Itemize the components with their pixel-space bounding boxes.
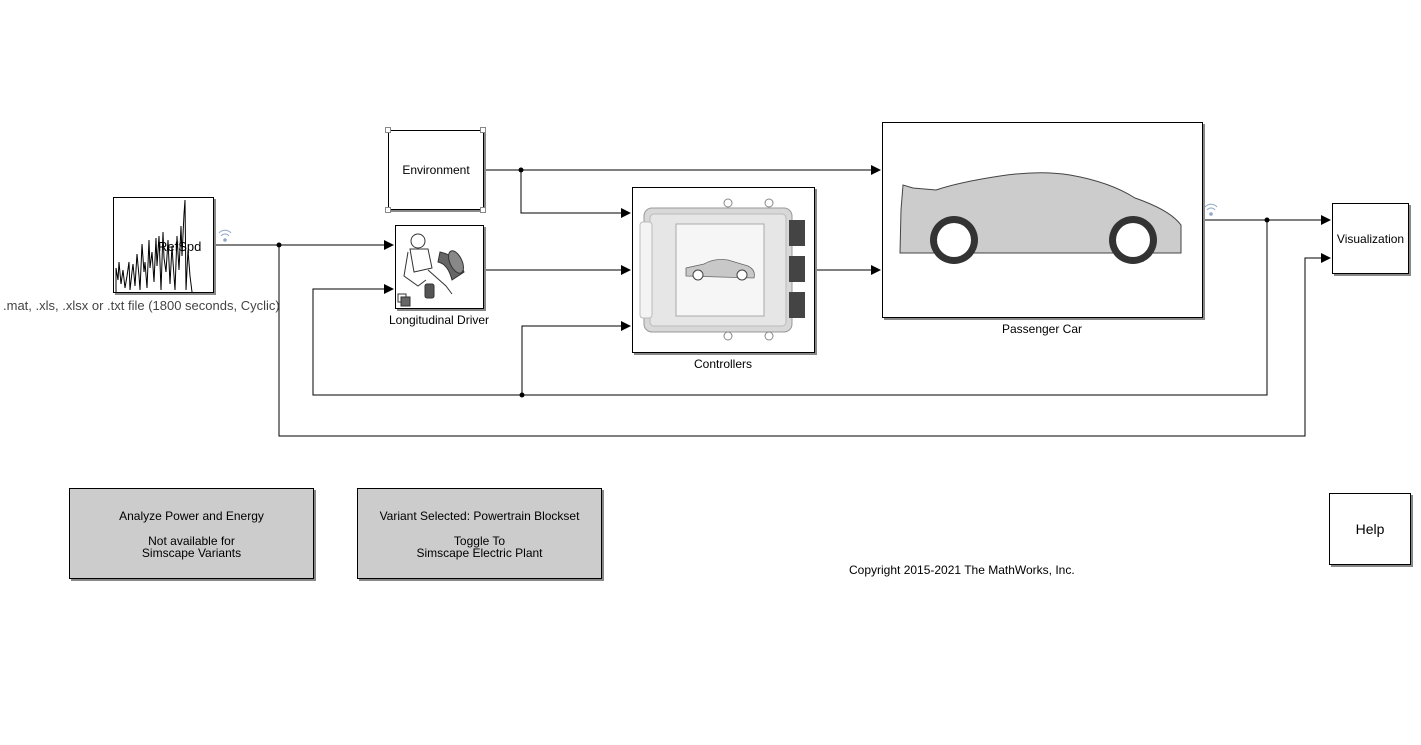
copyright-text: Copyright 2015-2021 The MathWorks, Inc. xyxy=(849,563,1075,577)
selection-handle[interactable] xyxy=(480,127,486,133)
driver-caption: Longitudinal Driver xyxy=(388,313,490,327)
controllers-caption: Controllers xyxy=(693,357,753,371)
controllers-block[interactable] xyxy=(632,187,815,353)
branch-dot xyxy=(1264,217,1270,223)
longitudinal-driver-block[interactable] xyxy=(395,225,484,309)
branch-dot xyxy=(276,242,282,248)
source-block-label: RefSpd xyxy=(158,239,202,254)
visualization-label: Visualization xyxy=(1336,231,1405,246)
branch-dot xyxy=(518,167,524,173)
analyze-line2: Not available for xyxy=(148,534,235,548)
source-block-caption: .mat, .xls, .xlsx or .txt file (1800 sec… xyxy=(3,298,280,313)
signal-lines xyxy=(214,165,1331,437)
line-feedback-controllers[interactable] xyxy=(521,321,631,395)
wireless-log-icon xyxy=(1204,203,1218,216)
help-label: Help xyxy=(1355,521,1385,537)
variant-line3: Simscape Electric Plant xyxy=(416,546,543,560)
passenger-car-icon xyxy=(899,172,1182,264)
passenger-car-caption: Passenger Car xyxy=(1001,322,1083,336)
line-env-controllers[interactable] xyxy=(520,170,631,218)
line-feedback-loop[interactable] xyxy=(312,220,1268,396)
passenger-car-block[interactable] xyxy=(882,122,1203,318)
selection-handle[interactable] xyxy=(480,207,486,213)
help-button[interactable]: Help xyxy=(1329,493,1411,565)
analyze-line1: Analyze Power and Energy xyxy=(119,509,264,523)
signal-source-icon xyxy=(115,199,193,293)
variant-line1: Variant Selected: Powertrain Blockset xyxy=(379,509,580,523)
branch-points xyxy=(276,167,1270,398)
environment-label: Environment xyxy=(402,163,470,177)
variant-line2: Toggle To xyxy=(453,534,506,548)
line-refspd-visualization[interactable] xyxy=(278,245,1331,437)
visualization-block[interactable]: Visualization xyxy=(1332,203,1409,274)
signal-source-block[interactable]: RefSpd xyxy=(113,197,214,293)
selection-handle[interactable] xyxy=(385,127,391,133)
environment-block[interactable]: Environment xyxy=(388,130,484,210)
analyze-power-energy-button[interactable]: Analyze Power and Energy Not available f… xyxy=(69,488,314,579)
driver-icon xyxy=(397,233,465,307)
branch-dot xyxy=(519,392,525,398)
controller-ecu-icon xyxy=(639,198,805,341)
variant-toggle-button[interactable]: Variant Selected: Powertrain Blockset To… xyxy=(357,488,602,579)
wireless-log-icon xyxy=(218,229,232,242)
analyze-line3: Simscape Variants xyxy=(141,546,242,560)
selection-handle[interactable] xyxy=(385,207,391,213)
